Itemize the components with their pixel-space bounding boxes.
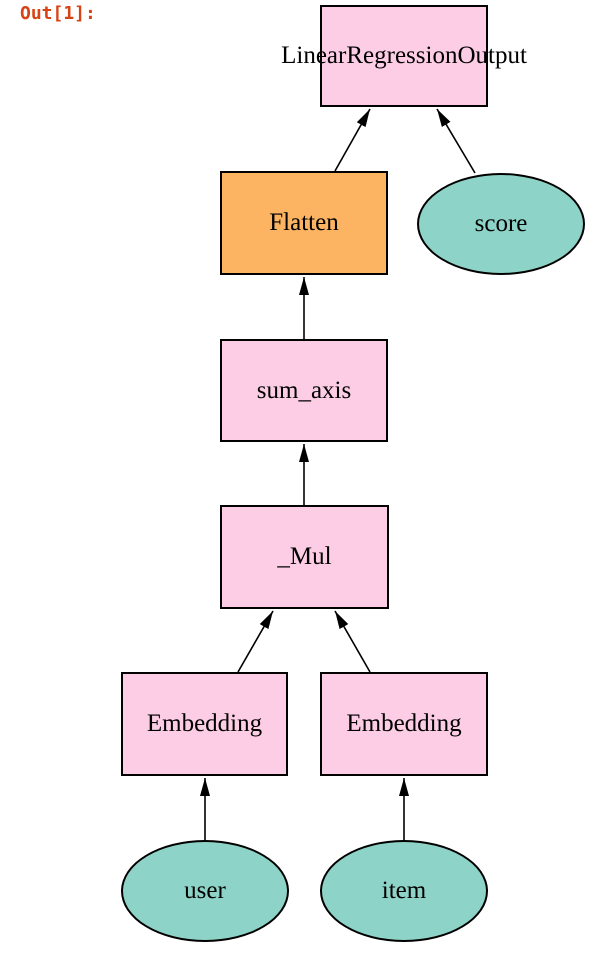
node-sum_axis: sum_axis bbox=[220, 339, 388, 442]
node-item: item bbox=[320, 840, 488, 942]
node-score: score bbox=[417, 173, 585, 275]
node-label-flatten: Flatten bbox=[269, 209, 339, 236]
node-label-linearregressionoutput: LinearRegressionOutput bbox=[281, 42, 527, 69]
node-embedding_user: Embedding bbox=[121, 672, 288, 776]
edge-embedding_item-to-mul bbox=[334, 610, 371, 673]
node-label-embedding_item: Embedding bbox=[346, 710, 462, 737]
edge-embedding_user-to-mul bbox=[237, 610, 274, 673]
output-prompt: Out[1]: bbox=[20, 3, 96, 24]
edge-flatten-to-linearregressionoutput bbox=[334, 108, 371, 172]
edge-score-to-linearregressionoutput bbox=[436, 108, 476, 174]
node-flatten: Flatten bbox=[220, 171, 388, 275]
node-mul: _Mul bbox=[220, 505, 389, 609]
node-label-embedding_user: Embedding bbox=[146, 710, 263, 737]
node-label-score: score bbox=[474, 210, 528, 237]
node-label-mul: _Mul bbox=[277, 543, 332, 570]
node-linearregressionoutput: LinearRegressionOutput bbox=[281, 5, 527, 107]
node-embedding_item: Embedding bbox=[320, 672, 488, 776]
node-user: user bbox=[121, 840, 289, 942]
node-label-sum_axis: sum_axis bbox=[256, 376, 352, 404]
node-label-item: item bbox=[381, 877, 427, 904]
node-label-user: user bbox=[184, 877, 226, 904]
